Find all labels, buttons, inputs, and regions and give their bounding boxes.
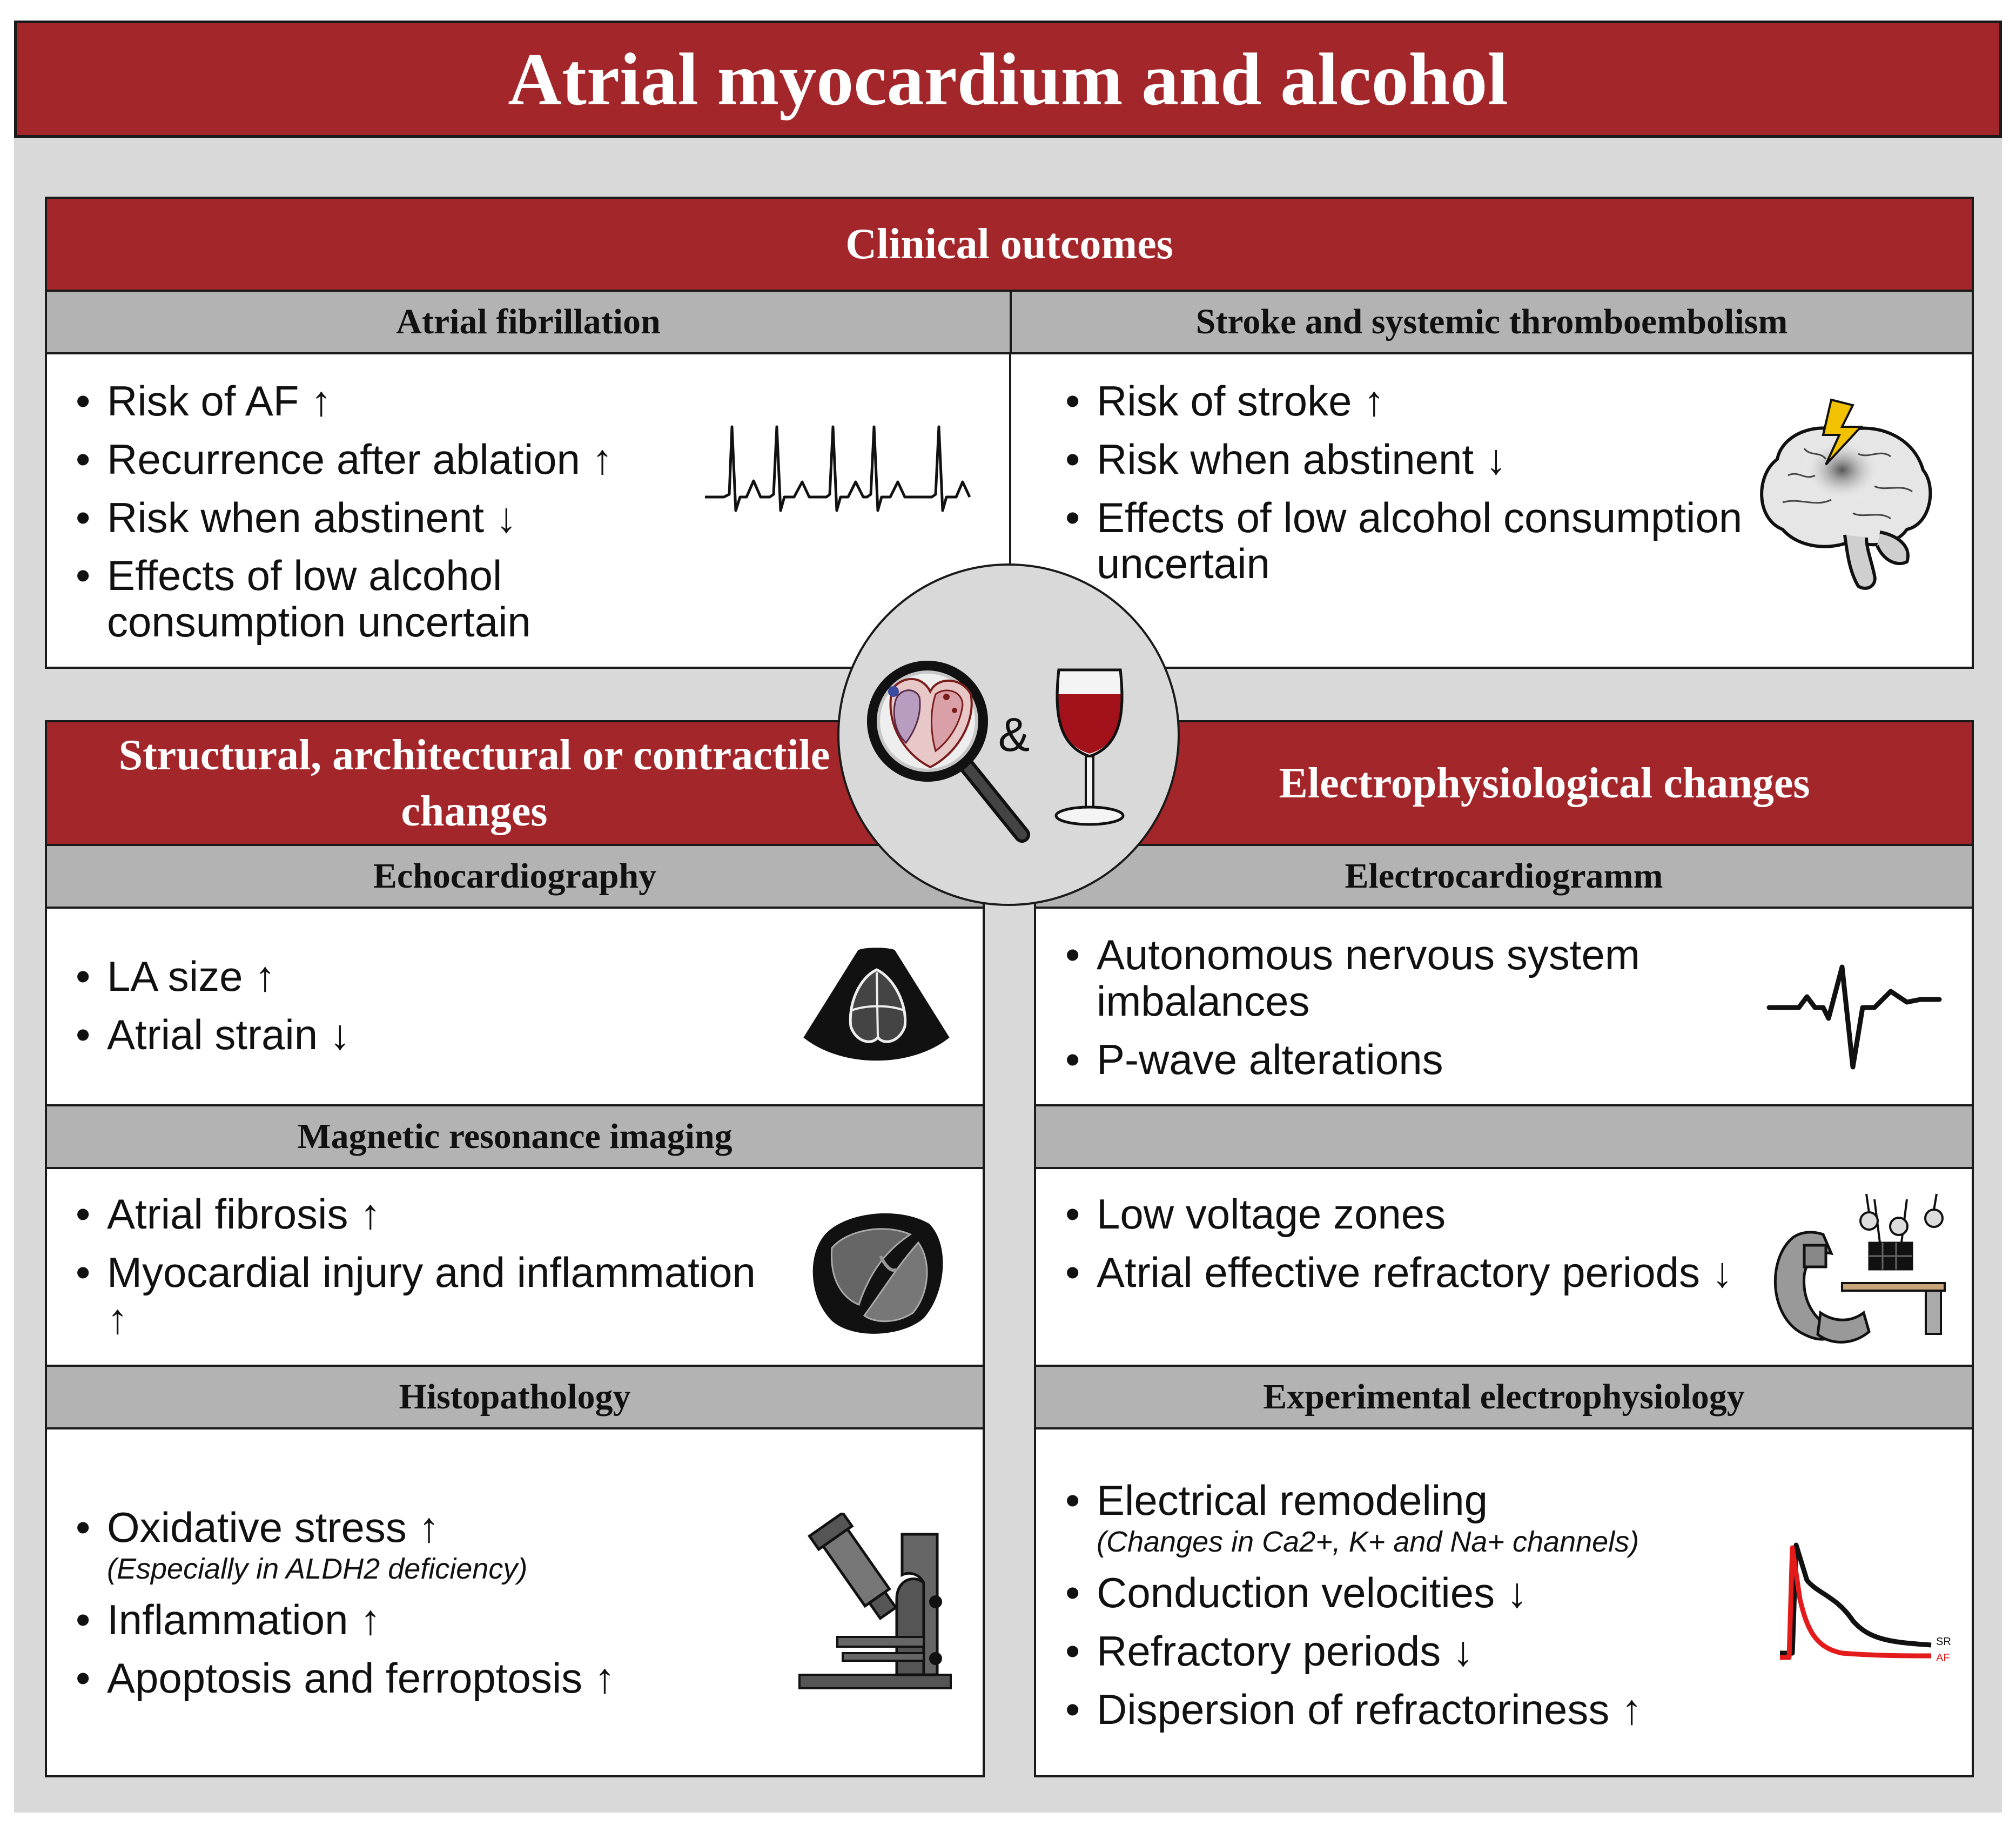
ecg-strip-icon <box>705 425 971 512</box>
magnifier-heart-icon <box>867 661 1030 843</box>
item-note: (Especially in ALDH2 deficiency) <box>107 1552 528 1585</box>
mapping-header <box>1034 1104 1974 1169</box>
list-item: Myocardial injury and inflammation ↑ <box>76 1249 778 1342</box>
mri-list: Atrial fibrosis ↑ Myocardial injury and … <box>76 1191 778 1354</box>
experimental-header: Experimental electrophysiology <box>1034 1365 1974 1429</box>
echo-sector-icon <box>803 948 950 1061</box>
center-circle: & <box>837 563 1180 906</box>
list-item: Apoptosis and ferroptosis ↑ <box>76 1655 832 1702</box>
list-item: Refractory periods ↓ <box>1065 1628 1822 1675</box>
list-item: Oxidative stress ↑(Especially in ALDH2 d… <box>76 1503 832 1585</box>
list-item: Electrical remodeling(Changes in Ca2+, K… <box>1065 1476 1822 1558</box>
structural-header: Structural, architectural or contractile… <box>45 720 985 846</box>
list-item: Risk of stroke ↑ <box>1065 378 1768 425</box>
af-list: Risk of AF ↑ Recurrence after ablation ↑… <box>76 378 691 657</box>
list-item: Low voltage zones <box>1065 1191 1768 1238</box>
list-item: LA size ↑ <box>76 953 778 1000</box>
list-item: Effects of low alcohol consumption uncer… <box>1065 494 1768 588</box>
stroke-header: Stroke and systemic thromboembolism <box>1010 290 1974 354</box>
wine-glass-icon <box>1054 668 1125 826</box>
item-text: Dispersion of refractoriness ↑ <box>1097 1685 1643 1733</box>
list-item: Dispersion of refractoriness ↑ <box>1065 1685 1822 1733</box>
item-note: (Changes in Ca2+, K+ and Na+ channels) <box>1097 1525 1639 1558</box>
clinical-divider <box>1009 354 1011 564</box>
brain-lightning-icon <box>1760 398 1932 590</box>
af-header: Atrial fibrillation <box>45 290 1012 354</box>
mri-header: Magnetic resonance imaging <box>45 1104 985 1169</box>
title-bar: Atrial myocardium and alcohol <box>14 21 2002 138</box>
stroke-list: Risk of stroke ↑ Risk when abstinent ↓ E… <box>1065 378 1768 599</box>
item-text: Refractory periods ↓ <box>1097 1627 1474 1675</box>
ampersand-text: & <box>998 708 1030 761</box>
list-item: P-wave alterations <box>1065 1036 1768 1083</box>
mapping-list: Low voltage zones Atrial effective refra… <box>1065 1191 1768 1308</box>
ecg-beat-icon <box>1766 964 1942 1070</box>
microscope-icon <box>798 1513 952 1689</box>
list-item: Risk of AF ↑ <box>76 378 691 425</box>
list-item: Atrial fibrosis ↑ <box>76 1191 778 1238</box>
experimental-list: Electrical remodeling(Changes in Ca2+, K… <box>1065 1476 1822 1745</box>
list-item: Risk when abstinent ↓ <box>1065 436 1768 483</box>
item-text: Conduction velocities ↓ <box>1097 1569 1528 1617</box>
list-item: Atrial effective refractory periods ↓ <box>1065 1249 1768 1296</box>
item-text: Inflammation ↑ <box>107 1596 381 1644</box>
echo-header: Echocardiography <box>45 844 985 909</box>
list-item: Conduction velocities ↓ <box>1065 1569 1822 1617</box>
echo-list: LA size ↑ Atrial strain ↓ <box>76 953 778 1070</box>
cath-lab-icon <box>1773 1193 1946 1344</box>
page-title: Atrial myocardium and alcohol <box>508 38 1508 120</box>
mri-heart-icon <box>812 1213 943 1334</box>
electro-header: Electrophysiological changes <box>1034 720 1974 846</box>
clinical-outcomes-header: Clinical outcomes <box>45 197 1974 292</box>
ecg-header: Electrocardiogramm <box>1034 844 1974 909</box>
histo-list: Oxidative stress ↑(Especially in ALDH2 d… <box>76 1503 832 1714</box>
action-potential-icon: SR AF <box>1780 1542 1951 1664</box>
item-text: Apoptosis and ferroptosis ↑ <box>107 1654 615 1702</box>
list-item: Effects of low alcohol consumption uncer… <box>76 553 691 646</box>
list-item: Recurrence after ablation ↑ <box>76 436 691 483</box>
item-text: Oxidative stress ↑ <box>107 1503 440 1551</box>
list-item: Inflammation ↑ <box>76 1596 832 1644</box>
ecg-list: Autonomous nervous system imbalances P-w… <box>1065 931 1768 1095</box>
legend-af: AF <box>1936 1652 1950 1664</box>
legend-sr: SR <box>1936 1636 1951 1648</box>
histo-header: Histopathology <box>45 1365 985 1429</box>
list-item: Autonomous nervous system imbalances <box>1065 931 1768 1025</box>
list-item: Atrial strain ↓ <box>76 1011 778 1058</box>
item-text: Electrical remodeling <box>1097 1476 1488 1524</box>
list-item: Risk when abstinent ↓ <box>76 494 691 541</box>
